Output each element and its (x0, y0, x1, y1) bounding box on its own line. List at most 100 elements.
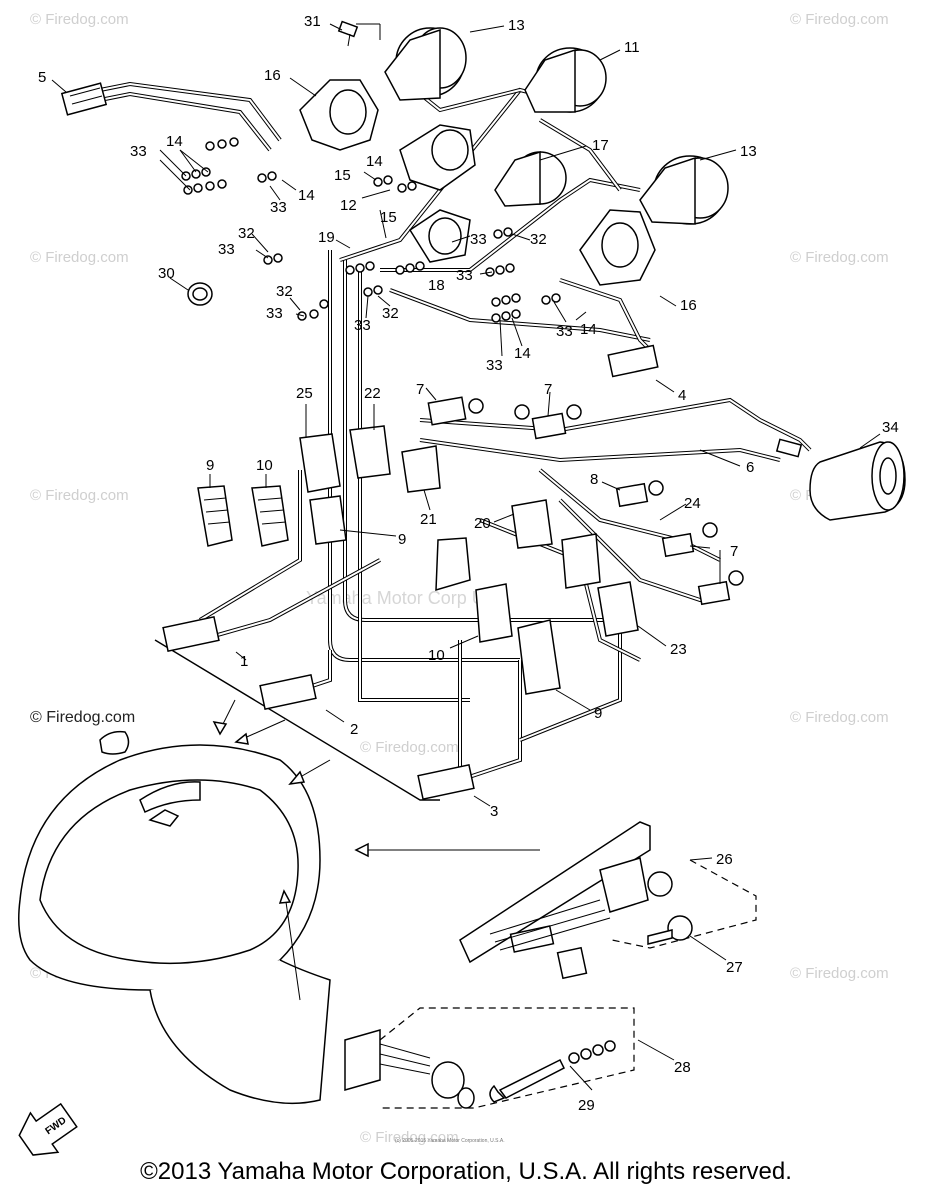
fwd-arrow-icon: FWD (18, 1102, 78, 1156)
callout-17: 17 (592, 137, 609, 154)
callout-30: 30 (158, 265, 175, 282)
callout-10: 10 (428, 647, 445, 664)
callout-7: 7 (544, 381, 552, 398)
callout-33: 33 (130, 143, 147, 160)
callout-3: 3 (490, 803, 498, 820)
callout-14: 14 (514, 345, 531, 362)
dash-cover (18, 730, 331, 1105)
relay-7-right-b (697, 570, 744, 606)
watermark-dark: © Firedog.com (30, 709, 135, 726)
callout-5: 5 (38, 69, 46, 86)
callout-32: 32 (530, 231, 547, 248)
watermark: © Firedog.com (790, 11, 889, 28)
watermark-corp: Yamaha Motor Corp USA (306, 588, 509, 608)
callout-29: 29 (578, 1097, 595, 1114)
callout-33: 33 (456, 267, 473, 284)
callout-25: 25 (296, 385, 313, 402)
nuts-right-group (491, 293, 561, 323)
callout-7: 7 (416, 381, 424, 398)
gauge-13-right (639, 155, 729, 225)
relay-7-left (427, 396, 484, 426)
callout-34: 34 (882, 419, 899, 436)
relay-7-mid (514, 404, 582, 440)
callout-14: 14 (580, 321, 597, 338)
gauge-11 (524, 47, 607, 113)
bracket-18 (408, 209, 471, 263)
callout-8: 8 (590, 471, 598, 488)
callout-33: 33 (470, 231, 487, 248)
callout-16: 16 (264, 67, 281, 84)
switch-9-mid (435, 537, 471, 592)
leader-lines (51, 23, 881, 1091)
callout-9: 9 (594, 705, 602, 722)
callout-14: 14 (366, 153, 383, 170)
assembly-26-panel (459, 821, 757, 980)
watermark: © Firedog.com (360, 739, 459, 756)
harness-boundary (154, 639, 440, 801)
watermark: © Firedog.com (30, 487, 129, 504)
key-27 (647, 915, 693, 945)
callout-31: 31 (304, 13, 321, 30)
bracket-16-left (299, 79, 379, 151)
nuts-left-group (181, 137, 329, 321)
callout-19: 19 (318, 229, 335, 246)
callout-6: 6 (746, 459, 754, 476)
callout-33: 33 (354, 317, 371, 334)
callout-1: 1 (240, 653, 248, 670)
callout-32: 32 (382, 305, 399, 322)
callout-9: 9 (398, 531, 406, 548)
assembly-28-box (344, 1007, 635, 1109)
callout-15: 15 (380, 209, 397, 226)
gauge-center (494, 150, 567, 207)
switch-20 (511, 499, 553, 549)
screw-31 (337, 20, 359, 47)
switch-22 (349, 425, 391, 479)
switch-24 (561, 533, 601, 589)
watermark: © Firedog.com (30, 249, 129, 266)
callout-7: 7 (730, 543, 738, 560)
callout-26: 26 (716, 851, 733, 868)
watermark: © Firedog.com (360, 1129, 459, 1146)
callout-27: 27 (726, 959, 743, 976)
switch-23 (597, 581, 639, 637)
watermark: © Firedog.com (790, 709, 889, 726)
nuts-center-group (345, 175, 515, 297)
callout-10: 10 (256, 457, 273, 474)
callout-14: 14 (166, 133, 183, 150)
callout-32: 32 (238, 225, 255, 242)
switch-25 (299, 433, 341, 493)
watermark: © Firedog.com (790, 965, 889, 982)
connector-3 (417, 763, 475, 801)
callout-2: 2 (350, 721, 358, 738)
callout-9: 9 (206, 457, 214, 474)
switch-10-center (475, 583, 513, 643)
switch-9-lower (517, 619, 561, 695)
callout-24: 24 (684, 495, 701, 512)
callout-16: 16 (680, 297, 697, 314)
pointer-arrows (212, 699, 540, 1001)
callout-33: 33 (270, 199, 287, 216)
gauge-13-top (384, 27, 467, 101)
switch-21 (401, 445, 441, 493)
callout-20: 20 (474, 515, 491, 532)
relay-7-right-a (661, 522, 718, 558)
callout-15: 15 (334, 167, 351, 184)
copyright-notice: ©2013 Yamaha Motor Corporation, U.S.A. A… (140, 1158, 792, 1185)
switch-9-left (197, 485, 233, 547)
tiny-credit: (c) 2005-2015 Yamaha Motor Corporation, … (395, 1138, 505, 1144)
callout-4: 4 (678, 387, 686, 404)
callout-33: 33 (556, 323, 573, 340)
bracket-17 (399, 124, 476, 191)
switch-9-center (309, 495, 347, 545)
callout-33: 33 (218, 241, 235, 258)
callout-14: 14 (298, 187, 315, 204)
connector-5 (60, 82, 108, 116)
callout-13: 13 (740, 143, 757, 160)
callout-33: 33 (486, 357, 503, 374)
callout-13: 13 (508, 17, 525, 34)
switch-10-left (251, 485, 289, 547)
callouts: 5 16 31 13 11 13 17 33 14 33 14 14 15 12… (38, 13, 899, 1114)
bracket-16-right (579, 209, 656, 286)
callout-32: 32 (276, 283, 293, 300)
